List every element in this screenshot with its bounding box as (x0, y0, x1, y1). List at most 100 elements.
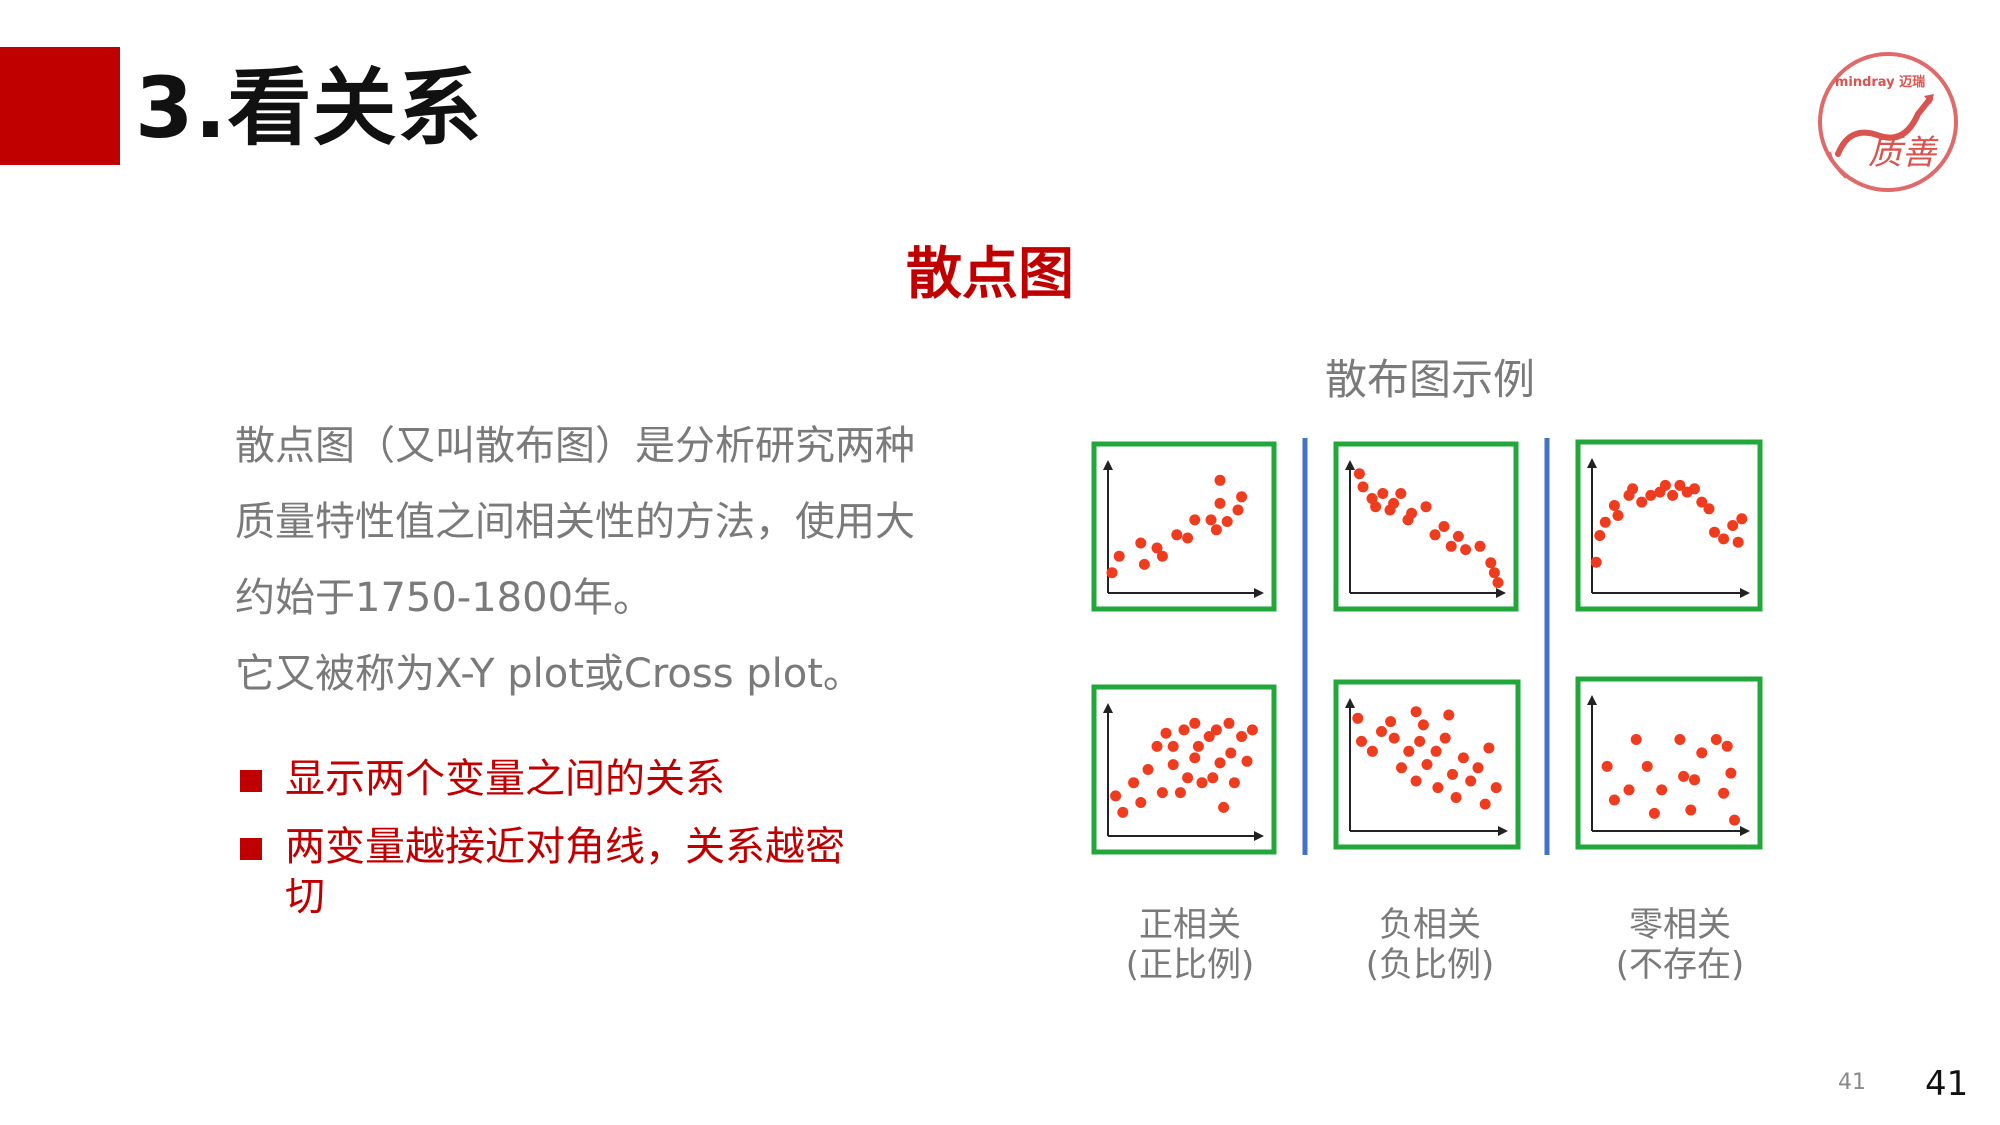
scatter-dot (1421, 759, 1433, 770)
scatter-dot (1410, 775, 1422, 787)
scatter-dot (1223, 717, 1235, 729)
scatter-dot (1429, 529, 1441, 541)
scatter-dot (1492, 577, 1504, 589)
body-line: 散点图（又叫散布图）是分析研究两种 (235, 423, 915, 469)
x-axis-arrow-icon (1740, 588, 1750, 598)
scatter-dot (1192, 740, 1204, 752)
y-axis-arrow-icon (1345, 460, 1355, 470)
scatter-dot (1388, 497, 1400, 509)
slide-subtitle: 散点图 (906, 242, 1074, 307)
scatter-dot (1736, 513, 1748, 525)
scatter-dot (1439, 732, 1451, 744)
scatter-dot (1214, 474, 1226, 486)
scatter-dot (1228, 777, 1240, 789)
caption-line: 零相关 (1629, 905, 1731, 945)
scatter-dot (1601, 760, 1613, 772)
scatter-dot (1236, 491, 1248, 503)
square-bullet-icon (240, 770, 262, 792)
scatter-dot (1232, 504, 1244, 516)
caption-line: 负相关 (1379, 905, 1481, 945)
scatter-dot (1630, 734, 1642, 745)
scatter-dot (1210, 524, 1222, 536)
scatter-dot (1623, 784, 1635, 796)
scatter-dot (1420, 501, 1432, 513)
scatter-dot (1465, 775, 1477, 787)
x-axis-arrow-icon (1498, 826, 1508, 836)
body-line: 约始于1750-1800年。 (235, 575, 654, 621)
scatter-dot (1236, 731, 1248, 742)
scatter-dot (1667, 489, 1679, 501)
scatter-dot (1182, 532, 1194, 544)
scatter-dot (1648, 807, 1660, 819)
caption-line: (正比例) (1125, 945, 1255, 985)
scatter-dot (1674, 479, 1686, 491)
scatter-dot (1432, 782, 1444, 794)
y-axis-arrow-icon (1345, 698, 1355, 708)
bullet-text: 两变量越接近对角线，关系越密切 (285, 824, 845, 920)
scatter-dot (1210, 724, 1222, 736)
scatter-dot (1225, 747, 1237, 759)
scatter-dot (1447, 768, 1458, 780)
scatter-dot (1483, 742, 1495, 754)
square-bullet-icon (240, 838, 262, 860)
scatter-dot (1376, 726, 1387, 737)
scatter-dot (1377, 488, 1389, 499)
scatter-dot (1117, 806, 1129, 818)
bullet-list: 显示两个变量之间的关系 两变量越接近对角线，关系越密切 (240, 754, 880, 940)
scatter-dot (1472, 762, 1484, 774)
slide-title: 3.看关系 (135, 59, 483, 157)
scatter-dot (1110, 790, 1122, 802)
caption-positive: 正相关 (正比例) (1080, 905, 1300, 985)
scatter-dot (1410, 706, 1422, 718)
scatter-dot (1167, 740, 1179, 752)
scatter-dot (1608, 794, 1620, 806)
x-axis-arrow-icon (1740, 826, 1750, 836)
bullet-text: 显示两个变量之间的关系 (285, 756, 725, 802)
scatter-dot (1167, 759, 1179, 771)
scatter-dot (1218, 801, 1230, 813)
scatter-thumbnail-frame (1091, 684, 1277, 855)
scatter-dot (1196, 777, 1208, 789)
scatter-thumbnail-frame (1333, 441, 1519, 612)
scatter-dot (1366, 745, 1378, 757)
scatter-dot (1703, 503, 1715, 515)
scatter-dot (1430, 745, 1442, 757)
scatter-dot (1417, 719, 1429, 731)
mindray-logo: mindray 迈瑞 质善 (1810, 44, 1965, 199)
scatter-dot (1656, 784, 1668, 796)
y-axis-arrow-icon (1103, 703, 1113, 713)
scatter-dot (1732, 536, 1744, 548)
scatter-dot (1189, 717, 1201, 729)
scatter-dot (1689, 774, 1700, 786)
scatter-dot (1353, 468, 1365, 480)
scatter-dot (1474, 540, 1486, 552)
scatter-dot (1128, 777, 1140, 789)
scatter-dot (1156, 550, 1168, 562)
scatter-dot (1214, 757, 1226, 769)
scatter-dot (1725, 767, 1737, 779)
scatter-dot (1696, 496, 1708, 508)
scatter-dot (1490, 782, 1502, 794)
body-line: 它又被称为X-Y plot或Cross plot。 (235, 651, 863, 697)
scatter-dot (1357, 481, 1369, 493)
scatter-dot (1727, 520, 1739, 531)
scatter-dot (1203, 731, 1215, 742)
logo-script-text: 质善 (1868, 133, 1939, 173)
y-axis-arrow-icon (1587, 458, 1597, 468)
scatter-dot (1241, 755, 1253, 767)
scatter-dot (1594, 530, 1606, 541)
caption-line: (负比例) (1365, 945, 1495, 985)
scatter-dot (1160, 727, 1172, 739)
scatter-dot (1182, 772, 1194, 784)
scatter-dot (1450, 792, 1462, 803)
scatter-dot (1138, 558, 1150, 570)
scatter-dot (1678, 770, 1690, 782)
figure-title: 散布图示例 (1324, 355, 1535, 404)
body-line: 质量特性值之间相关性的方法，使用大 (235, 499, 915, 545)
scatter-dot (1718, 533, 1730, 545)
scatter-dot (1171, 529, 1183, 541)
scatter-dot (1403, 745, 1415, 757)
scatter-dot (1385, 716, 1397, 728)
scatter-dot (1674, 734, 1686, 745)
scatter-dot (1721, 740, 1733, 752)
